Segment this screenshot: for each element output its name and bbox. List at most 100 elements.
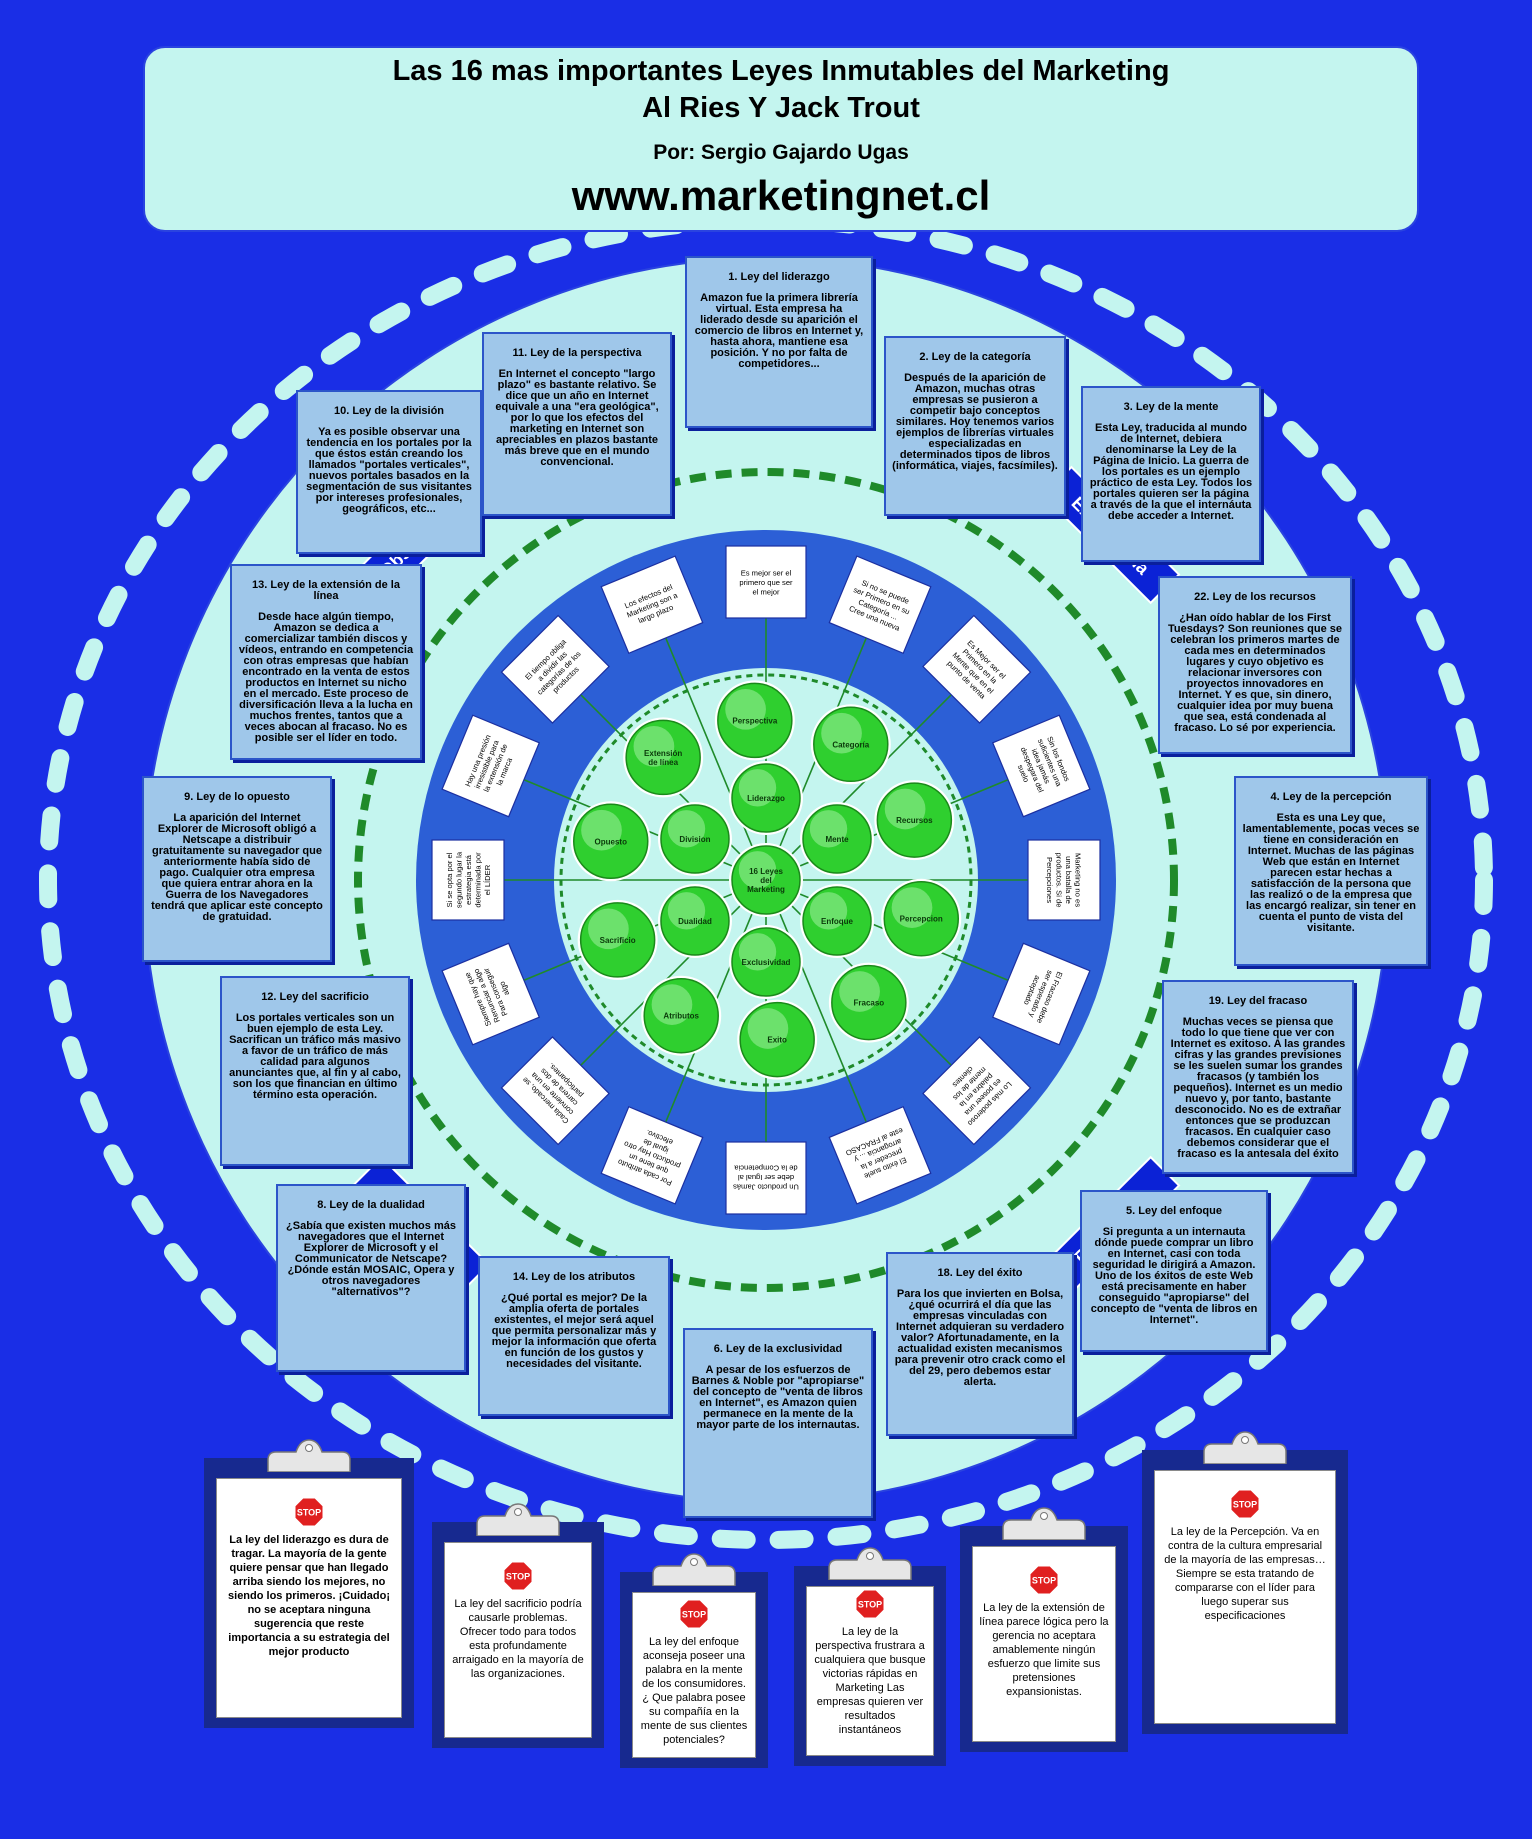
node-label: Atributos (663, 1012, 699, 1021)
node-label: Sacrificio (600, 936, 636, 945)
spoke (650, 602, 767, 881)
node-label: Opuesto (595, 837, 628, 846)
node-atributos: Atributos (641, 975, 722, 1056)
law-body: Para los que invierten en Bolsa, ¿qué oc… (894, 1288, 1066, 1388)
ring-card: Cada mercado, seconvierte en unacarrera … (500, 1036, 610, 1146)
node-mente: Mente (800, 802, 875, 876)
law-title: 10. Ley de la división (333, 405, 445, 417)
clipboard-text: La ley del liderazgo es dura de tragar. … (228, 1534, 390, 1658)
title-line-2: Al Ries Y Jack Trout (642, 92, 920, 124)
title-line-1: Las 16 mas importantes Leyes Inmutables … (392, 55, 1170, 87)
stop-label: STOP (506, 1572, 530, 1582)
clipboard-liderazgo: STOP La ley del liderazgo es dura de tra… (204, 1439, 414, 1728)
law-title: 18. Ley del éxito (937, 1267, 1023, 1279)
website-link[interactable]: www.marketingnet.cl (571, 172, 991, 219)
law-title: 19. Ley del fracaso (1208, 995, 1308, 1007)
stop-icon: STOP (294, 1497, 324, 1527)
clipboard-text: La ley de la extensión de línea parece l… (979, 1602, 1109, 1698)
node-shine (891, 887, 933, 928)
clipboard-text: La ley de la perspectiva frustrara a cua… (814, 1626, 926, 1736)
ring-card: El tiempo obligaa dividir lascategorías … (500, 614, 610, 724)
node-label: Percepcion (900, 915, 943, 924)
law-title: 6. Ley de la exclusividad (713, 1343, 843, 1355)
law-body: Desde hace algún tiempo, Amazon se dedic… (238, 611, 414, 744)
law-title: 14. Ley de los atributos (512, 1271, 636, 1283)
ring-card-box (600, 1105, 704, 1205)
node-label: Enfoque (821, 917, 854, 926)
node-shine (725, 688, 766, 730)
ring-card: El éxito suelepreceder a laarrogancia ..… (828, 1105, 932, 1205)
ring-card: Sin los fondossuficientes unaidea jamásd… (991, 714, 1091, 818)
clipboard-percepcion: STOP La ley de la Percepción. Va en cont… (1142, 1431, 1348, 1734)
ring-card-box (922, 1036, 1032, 1146)
node-shine (738, 933, 777, 971)
node-liderazgo: Liderazgo (729, 761, 803, 835)
stop-icon: STOP (503, 1561, 533, 1591)
stop-icon: STOP (1029, 1565, 1059, 1595)
ring-card: Siempre hay queRenunciar a algoPara cons… (441, 942, 541, 1046)
clip-holder (471, 1502, 565, 1537)
law-title: 9. Ley de lo opuesto (184, 791, 290, 803)
node-label: Perspectiva (732, 716, 777, 725)
law-body: A pesar de los esfuerzos de Barnes & Nob… (691, 1364, 865, 1431)
clip-holder (997, 1506, 1091, 1541)
spoke (765, 879, 882, 1158)
ring-card-box (431, 839, 505, 921)
ring-card-text: Un producto Jamásdebe ser Igual alde la … (733, 1164, 799, 1192)
node-shine (821, 712, 862, 754)
node-label: Fracaso (854, 999, 885, 1008)
node-percepcion: Percepcion (881, 878, 962, 959)
law-body: ¿Sabía que existen muchos más navegadore… (286, 1220, 456, 1298)
law-body: ¿Han oído hablar de los First Tuesdays? … (1167, 612, 1342, 734)
stop-label: STOP (682, 1610, 706, 1620)
stop-label: STOP (858, 1600, 882, 1610)
inner-dashed-ring (354, 468, 1178, 1292)
ring-card-box (828, 555, 932, 655)
ring-card-box (441, 714, 541, 818)
clipboard-paper: STOP La ley del liderazgo es dura de tra… (216, 1478, 402, 1718)
ring-card-text: Marketing no esuna batalla deproductos. … (1045, 853, 1083, 908)
ring-card: Lo más poderosoes poseer unapalabra en l… (922, 1036, 1032, 1146)
clipboard-extension-de-linea: STOP La ley de la extensión de línea par… (960, 1507, 1128, 1752)
law-box-exclusividad: 6. Ley de la exclusividad A pesar de los … (683, 1328, 873, 1518)
node-label: Dualidad (678, 917, 712, 926)
node-shine (738, 769, 777, 807)
law-title: 13. Ley de la extensión de la línea (252, 579, 400, 602)
node-shine (633, 725, 675, 767)
law-title: 1. Ley del liderazgo (728, 271, 830, 283)
law-body: Esta Ley, traducida al mundo de Internet… (1089, 422, 1253, 522)
ring-card: Un producto Jamásdebe ser Igual alde la … (725, 1141, 807, 1215)
node-shine (738, 851, 777, 889)
node-shine (581, 809, 622, 851)
ring-card-text: Si no se puedeser Primero en suCategoría… (845, 576, 915, 634)
node-label: Liderazgo (747, 794, 785, 803)
stop-icon: STOP (679, 1599, 709, 1629)
node-shine (884, 788, 926, 830)
ring-card-box (922, 614, 1032, 724)
law-body: La aparición del Internet Explorer de Mi… (151, 812, 323, 923)
law-body: Amazon fue la primera librería virtual. … (694, 292, 864, 370)
ring-card-box (725, 545, 807, 619)
law-title: 12. Ley del sacrificio (261, 991, 369, 1003)
clipboard-paper: STOP La ley de la Percepción. Va en cont… (1154, 1470, 1336, 1724)
stop-label: STOP (1233, 1500, 1257, 1510)
node-exclusividad: Exclusividad (729, 925, 803, 999)
clip-holder (1198, 1430, 1292, 1465)
ring-card-text: Si se opta por elsegundo lugar laestrate… (445, 851, 492, 908)
node-exito: Exito (737, 999, 818, 1080)
ring-card-box (991, 942, 1091, 1046)
law-body: Los portales verticales son un buen ejem… (229, 1012, 401, 1101)
node-fracaso: Fracaso (828, 962, 909, 1043)
